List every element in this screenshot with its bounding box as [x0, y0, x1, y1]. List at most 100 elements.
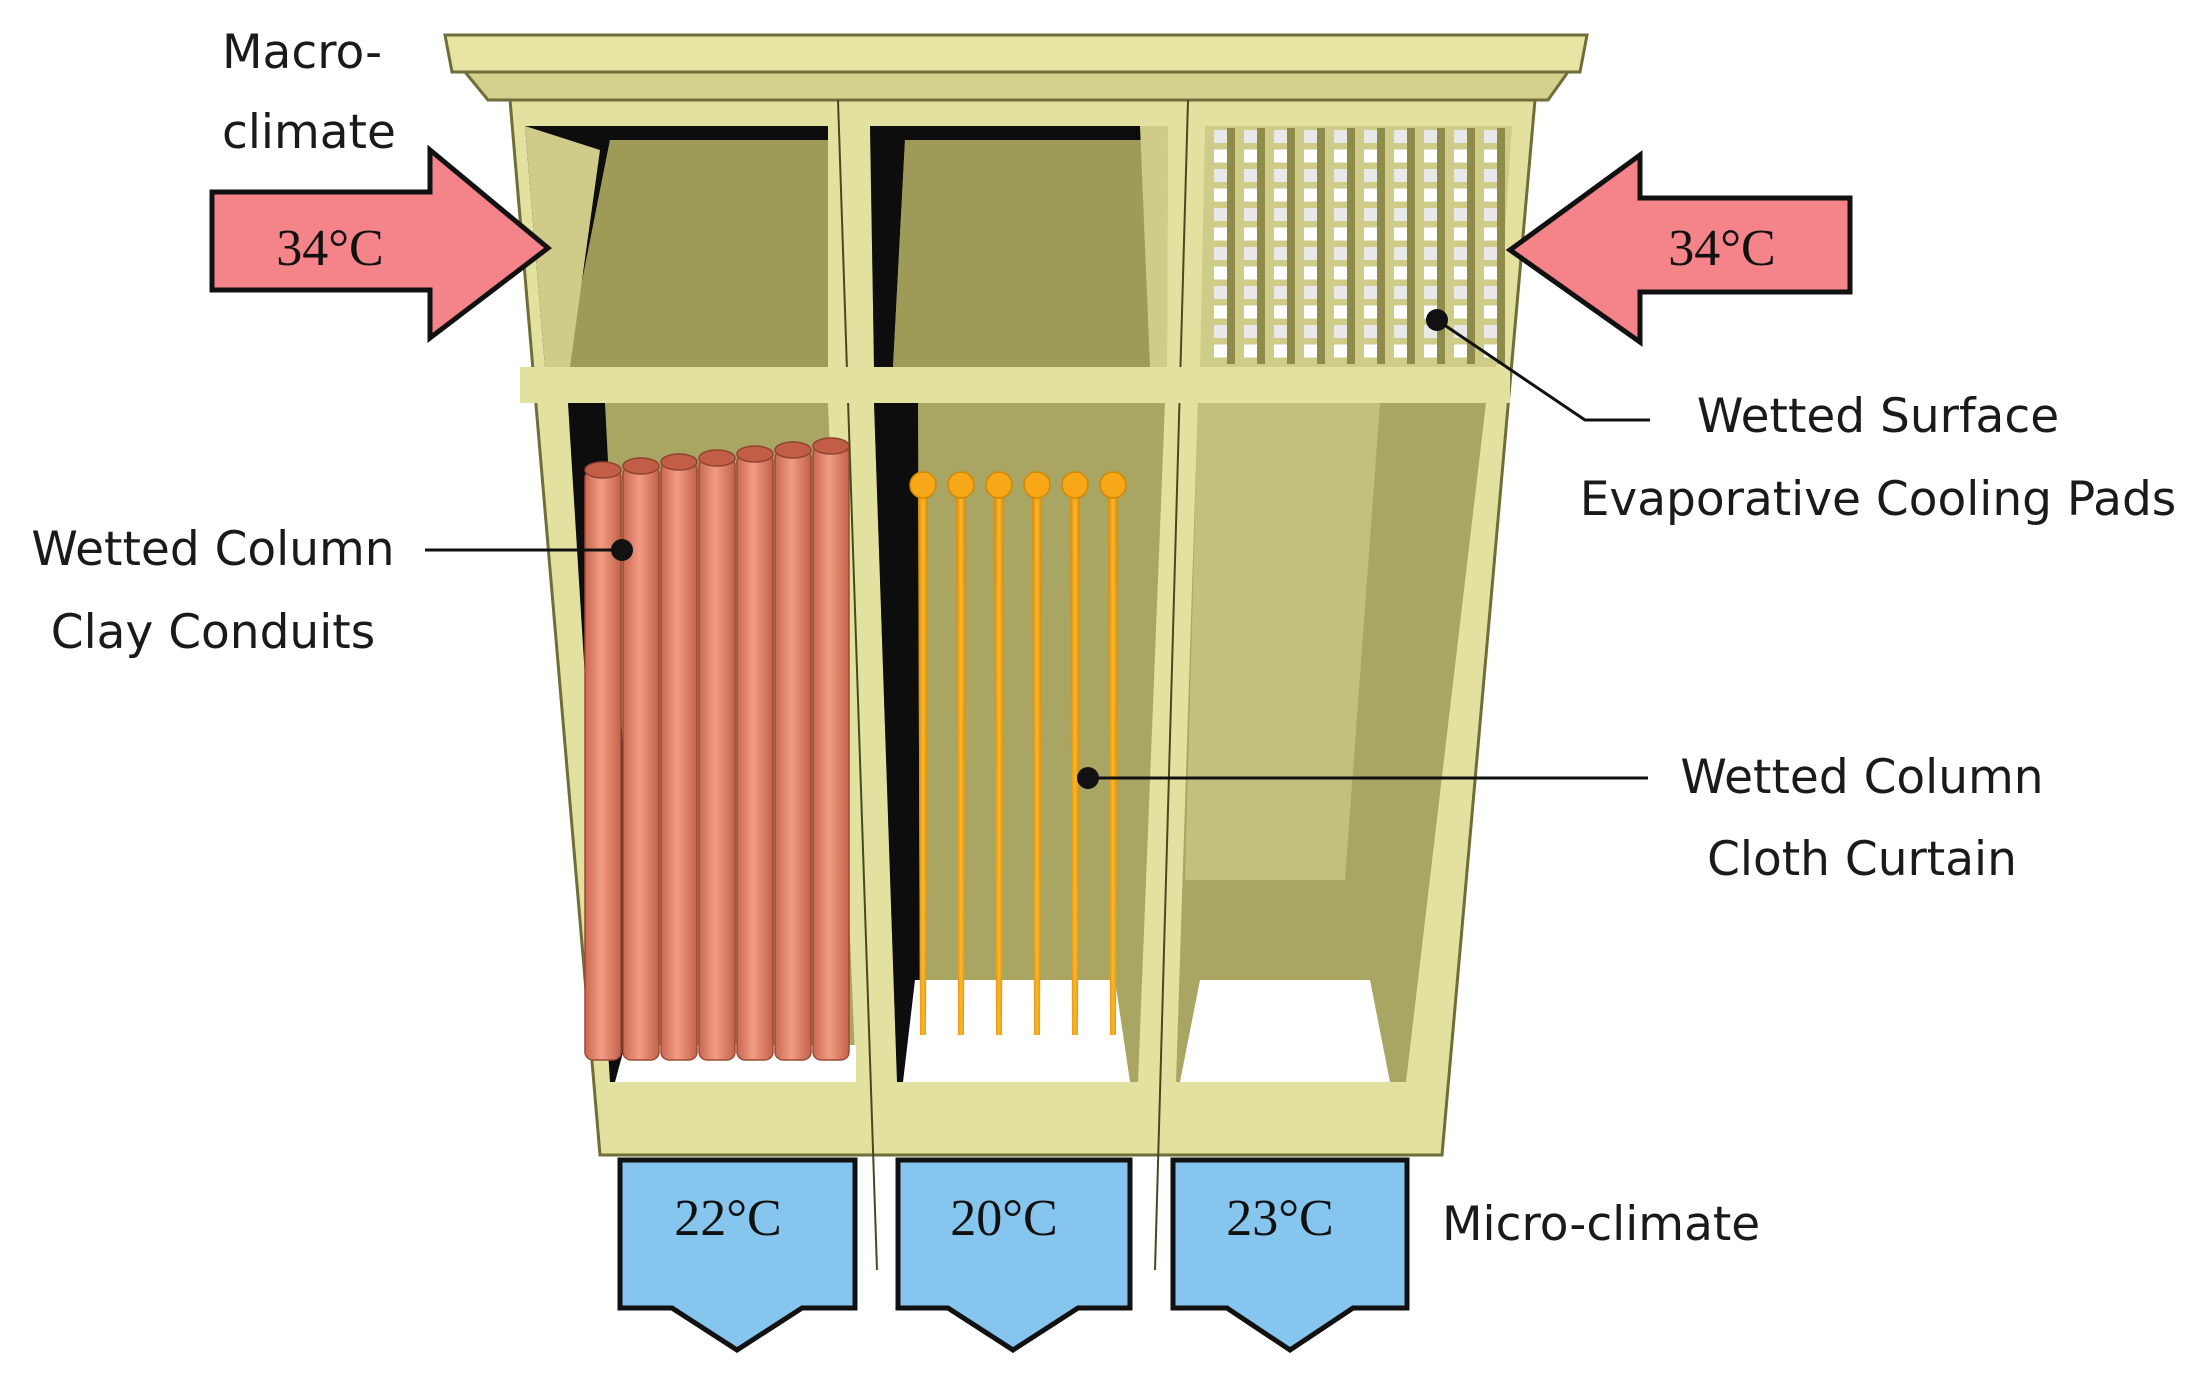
grille-hole	[1394, 130, 1407, 143]
grille-hole	[1304, 227, 1317, 241]
clay-conduit-top	[774, 441, 812, 459]
grille-hole	[1244, 169, 1257, 182]
grille-hole	[1274, 130, 1287, 143]
grille-hole	[1274, 227, 1287, 241]
grille-hole	[1304, 188, 1317, 202]
grille-hole	[1364, 169, 1377, 182]
cloth-strip	[947, 471, 975, 1035]
grille-hole	[1274, 149, 1287, 163]
upper-compartment-left	[525, 126, 828, 367]
lower-compartment-middle	[874, 403, 1165, 1082]
grille-slat-shadow	[1347, 128, 1355, 364]
macro-climate-label-2: climate	[222, 105, 396, 160]
grille-hole	[1484, 149, 1497, 163]
cloth-strip-knob	[985, 471, 1013, 499]
grille-hole	[1244, 149, 1257, 163]
clay-conduit-body	[736, 453, 774, 1061]
grille-slot	[1454, 128, 1475, 364]
cloth-strip-knob	[909, 471, 937, 499]
clay-conduit	[584, 461, 622, 1061]
grille-hole	[1484, 286, 1497, 299]
grille-hole	[1454, 149, 1467, 163]
grille-hole	[1484, 305, 1497, 319]
grille-hole	[1274, 305, 1287, 319]
clay-conduit-top	[622, 457, 660, 475]
outlet-cloth-temp: 20°C	[950, 1190, 1057, 1247]
grille-hole	[1454, 188, 1467, 202]
grille-hole	[1274, 188, 1287, 202]
cloth-strip	[1061, 471, 1089, 1035]
outlet-arrow-clay: 22°C	[617, 1157, 858, 1353]
clay-conduit	[774, 441, 812, 1061]
grille-hole	[1244, 208, 1257, 221]
grille-hole	[1214, 344, 1227, 358]
grille-hole	[1304, 305, 1317, 319]
grille-slat-shadow	[1287, 128, 1295, 364]
grille-hole	[1394, 266, 1407, 280]
grille-hole	[1364, 247, 1377, 260]
grille-hole	[1304, 266, 1317, 280]
grille-hole	[1334, 208, 1347, 221]
grille-hole	[1334, 286, 1347, 299]
cloth-strip	[985, 471, 1013, 1035]
grille-hole	[1394, 305, 1407, 319]
grille-hole	[1214, 208, 1227, 221]
clay-conduit	[660, 453, 698, 1061]
grille-hole	[1394, 208, 1407, 221]
grille-hole	[1274, 266, 1287, 280]
grille-hole	[1394, 188, 1407, 202]
clay-conduit-top	[660, 453, 698, 471]
cloth-curtain	[909, 471, 1127, 1035]
grille-hole	[1364, 266, 1377, 280]
cloth-strip-knob	[1023, 471, 1051, 499]
grille-hole	[1274, 344, 1287, 358]
grille-slat-shadow	[1377, 128, 1385, 364]
grille-hole	[1454, 227, 1467, 241]
cloth-strip-knob	[1061, 471, 1089, 499]
grille-hole	[1334, 266, 1347, 280]
leader-cloth	[1077, 767, 1648, 789]
cloth-strip	[909, 471, 937, 1035]
clay-conduit-body	[660, 461, 698, 1061]
grille-hole	[1364, 149, 1377, 163]
clay-conduit-top	[584, 461, 622, 479]
micro-climate-label: Micro-climate	[1442, 1197, 1760, 1252]
grille-hole	[1274, 247, 1287, 260]
grille-hole	[1304, 286, 1317, 299]
grille-hole	[1484, 325, 1497, 338]
leader-surface	[1426, 309, 1650, 422]
upper-compartment-middle	[870, 126, 1168, 367]
clay-conduit-top	[812, 437, 850, 455]
outlet-pads-temp: 23°C	[1226, 1190, 1333, 1247]
grille-hole	[1424, 227, 1437, 241]
grille-hole	[1424, 266, 1437, 280]
grille-hole	[1454, 266, 1467, 280]
cloth-label-2: Cloth Curtain	[1707, 832, 2017, 887]
macro-climate-label-1: Macro-	[222, 25, 382, 80]
cloth-strip-body	[956, 485, 966, 1035]
grille-slot	[1244, 128, 1265, 364]
inlet-right-temp: 34°C	[1668, 220, 1775, 277]
inlet-arrow-left: 34°C	[209, 144, 553, 344]
grille-slot	[1394, 128, 1415, 364]
grille-hole	[1244, 344, 1257, 358]
grille-hole	[1454, 130, 1467, 143]
cloth-strip	[1099, 471, 1127, 1035]
clay-label-2: Clay Conduits	[51, 605, 375, 660]
grille-hole	[1214, 325, 1227, 338]
grille-hole	[1274, 169, 1287, 182]
clay-conduits	[584, 437, 850, 1061]
inlet-arrow-right: 34°C	[1505, 150, 1853, 347]
grille-hole	[1424, 169, 1437, 182]
grille-slot	[1304, 128, 1325, 364]
grille-slat-shadow	[1257, 128, 1265, 364]
clay-label-1: Wetted Column	[31, 522, 394, 577]
grille-hole	[1274, 325, 1287, 338]
grille-slat-shadow	[1407, 128, 1415, 364]
grille-hole	[1214, 130, 1227, 143]
grille-slat-shadow	[1467, 128, 1475, 364]
grille-hole	[1364, 208, 1377, 221]
inlet-left-temp: 34°C	[276, 220, 383, 277]
grille-hole	[1364, 188, 1377, 202]
grille-hole	[1244, 286, 1257, 299]
